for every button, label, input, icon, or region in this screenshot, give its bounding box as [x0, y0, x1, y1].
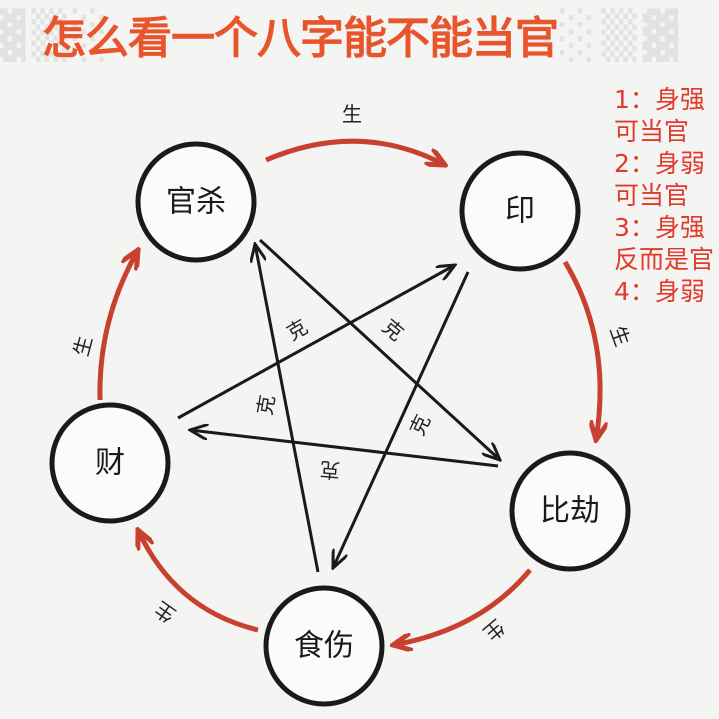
page-title: 怎么看一个八字能不能当官 [42, 13, 559, 64]
generate-arrow-cai-to-guansha [97, 250, 138, 401]
note-line: 1：身强 [614, 85, 705, 114]
generate-arrow-bijie-to-shishang [393, 568, 532, 645]
control-label: 克 [319, 457, 341, 483]
generate-arrow-shishang-to-cai [138, 530, 259, 633]
control-arrow-yin-to-shishang [333, 271, 470, 568]
node-label: 食伤 [294, 629, 354, 664]
note-line: 反而是官 [614, 245, 715, 274]
note-line: 4：身弱 [614, 277, 705, 306]
node-yin: 印 [459, 150, 581, 272]
control-label: 克 [405, 411, 435, 439]
control-arrow-cai-to-yin [177, 265, 455, 420]
node-label: 印 [505, 194, 535, 229]
node-bijie: 比劫 [509, 450, 631, 572]
node-label: 比劫 [540, 494, 600, 529]
note-line: 可当官 [614, 117, 690, 146]
watermark: ▓▒░ [0, 8, 115, 62]
note-line: 3：身强 [614, 213, 705, 242]
note-line: 2：身弱 [614, 149, 705, 178]
generate-label: 生 [69, 333, 97, 359]
control-label: 克 [252, 393, 279, 417]
control-label: 克 [282, 315, 311, 346]
node-shishang: 食伤 [263, 585, 385, 707]
generate-label: 生 [605, 322, 634, 349]
generate-label: 生 [342, 102, 362, 126]
note-line: 可当官 [614, 181, 690, 210]
control-label: 克 [378, 314, 409, 345]
generate-arrow-yin-to-bijie [562, 260, 600, 440]
node-cai: 财 [49, 402, 171, 524]
control-arrow-bijie-to-cai [190, 430, 499, 468]
node-label: 财 [95, 446, 125, 481]
node-label: 官杀 [166, 185, 226, 220]
generate-label: 生 [479, 614, 510, 645]
watermark: ░▒▓ [560, 8, 685, 62]
control-arrow-shishang-to-guansha [255, 244, 320, 573]
generate-arrow-guansha-to-yin [265, 138, 445, 165]
node-guansha: 官杀 [135, 141, 257, 263]
generate-label: 生 [150, 596, 180, 627]
control-arrow-guansha-to-bijie [258, 238, 500, 460]
notes-panel: 1：身强 可当官 2：身弱 可当官 3：身强 反而是官 4：身弱 [614, 84, 719, 324]
